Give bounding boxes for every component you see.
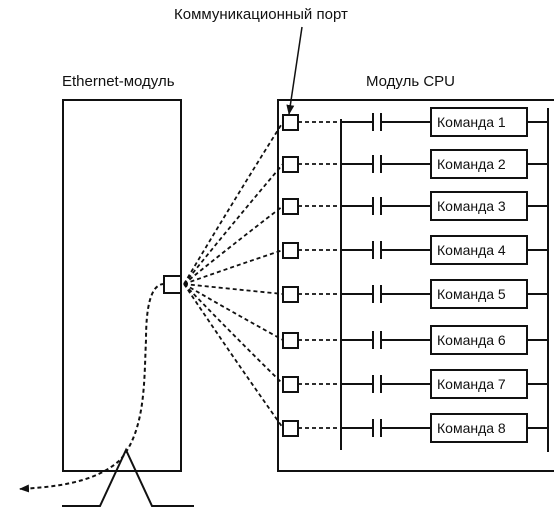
cpu-port-1[interactable] bbox=[282, 114, 299, 131]
ethernet-out-path bbox=[19, 283, 165, 493]
command-box-7 bbox=[430, 369, 528, 399]
cpu-port-4[interactable] bbox=[282, 242, 299, 259]
command-label-4: Команда 4 bbox=[437, 242, 506, 258]
ethernet-module-label: Ethernet-модуль bbox=[62, 73, 175, 90]
fanout-line-3 bbox=[183, 205, 284, 285]
fanout-line-6 bbox=[183, 283, 284, 341]
cpu-port-5[interactable] bbox=[282, 286, 299, 303]
cpu-port-3[interactable] bbox=[282, 198, 299, 215]
fanout-line-5 bbox=[183, 283, 284, 295]
comm-port-pointer bbox=[286, 26, 303, 115]
fanout-line-4 bbox=[183, 249, 284, 285]
command-label-8: Команда 8 bbox=[437, 420, 506, 436]
fanout-line-7 bbox=[183, 283, 284, 385]
command-box-8 bbox=[430, 413, 528, 443]
cpu-port-8[interactable] bbox=[282, 420, 299, 437]
cpu-port-2[interactable] bbox=[282, 156, 299, 173]
cpu-module-label: Модуль CPU bbox=[366, 73, 456, 90]
cpu-port-7[interactable] bbox=[282, 376, 299, 393]
command-box-3 bbox=[430, 191, 528, 221]
command-label-6: Команда 6 bbox=[437, 332, 506, 348]
command-box-2 bbox=[430, 149, 528, 179]
command-label-7: Команда 7 bbox=[437, 376, 506, 392]
fanout-line-8 bbox=[183, 283, 284, 429]
command-label-1: Команда 1 bbox=[437, 114, 506, 130]
command-box-5 bbox=[430, 279, 528, 309]
ethernet-signal-line bbox=[62, 447, 194, 507]
fanout-line-1 bbox=[183, 121, 284, 285]
ethernet-port[interactable] bbox=[163, 275, 182, 294]
comm-port-label: Коммуникационный порт bbox=[174, 6, 348, 23]
command-label-2: Команда 2 bbox=[437, 156, 506, 172]
command-box-1 bbox=[430, 107, 528, 137]
fanout-line-2 bbox=[183, 163, 284, 285]
cpu-port-6[interactable] bbox=[282, 332, 299, 349]
command-label-3: Команда 3 bbox=[437, 198, 506, 214]
command-label-5: Команда 5 bbox=[437, 286, 506, 302]
cpu-module-box bbox=[277, 99, 554, 472]
